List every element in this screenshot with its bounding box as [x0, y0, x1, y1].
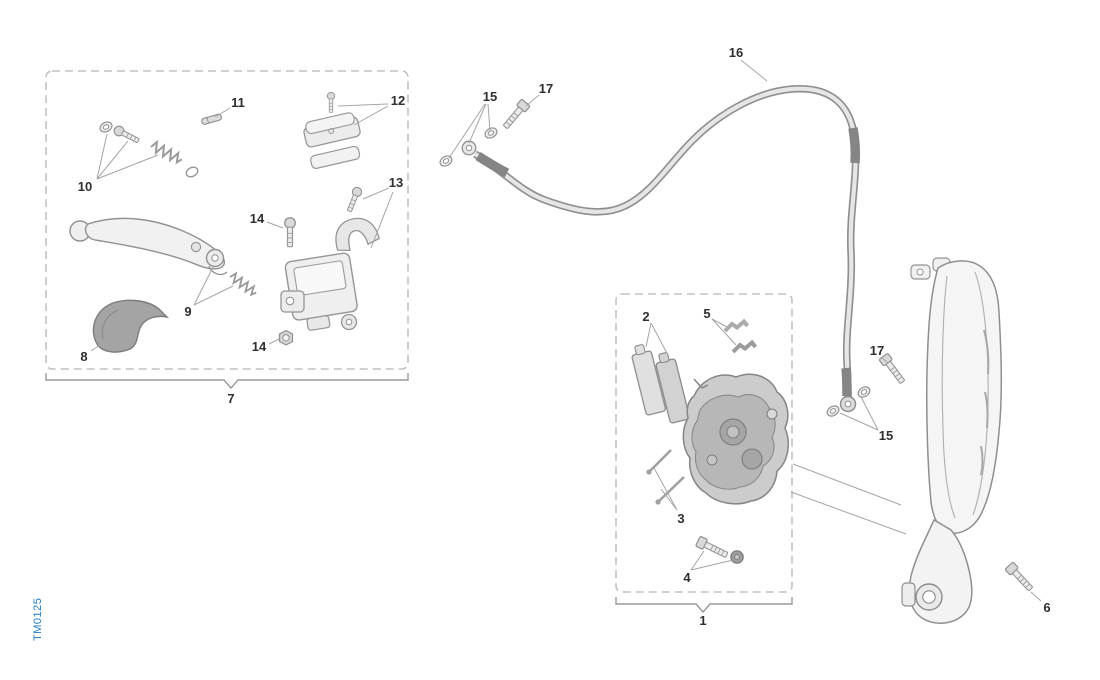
reservoir-cover: [303, 91, 361, 169]
fork-guard: [901, 257, 1003, 624]
pivot-hardware-set: [97, 119, 199, 178]
callout-7: 7: [227, 391, 234, 406]
brake-pads: [631, 344, 690, 424]
callout-14-bottom: 14: [252, 339, 267, 354]
master-cylinder: [280, 217, 380, 331]
callout-10: 10: [78, 179, 92, 194]
group-1-bracket: [615, 597, 793, 614]
lever-spring: [227, 270, 260, 298]
callout-6: 6: [1043, 600, 1050, 615]
lever-pin: [201, 113, 223, 125]
callout-16: 16: [729, 45, 743, 60]
brake-lever: [69, 217, 228, 276]
callout-14-top: 14: [250, 211, 265, 226]
caliper-group-box: [615, 293, 793, 593]
lever-guard: [92, 299, 170, 353]
caliper-bolts: [694, 535, 744, 564]
lever-nut: [278, 329, 294, 346]
callout-3: 3: [677, 511, 684, 526]
callout-17-front: 17: [539, 81, 553, 96]
callout-11: 11: [231, 95, 245, 110]
clamp-screw: [344, 185, 364, 214]
callout-17-caliper: 17: [870, 343, 884, 358]
leader-lines: [90, 59, 1042, 602]
brake-caliper: [682, 373, 789, 505]
callout-12: 12: [391, 93, 405, 108]
guard-bolt: [1004, 561, 1036, 594]
group-7-bracket: [45, 373, 409, 390]
banjo-bolt-front: [500, 98, 531, 132]
callout-5: 5: [703, 306, 710, 321]
callout-9: 9: [184, 304, 191, 319]
pad-retainer-clips: [723, 318, 758, 354]
callout-2: 2: [642, 309, 649, 324]
callout-15-caliper: 15: [879, 428, 893, 443]
pad-pins: [646, 449, 685, 505]
callout-8: 8: [80, 349, 87, 364]
drawing-code: TM0125: [32, 598, 44, 641]
callout-15-front: 15: [483, 89, 497, 104]
lever-screw: [284, 217, 296, 248]
callout-1: 1: [699, 613, 706, 628]
callout-4: 4: [683, 570, 691, 585]
brake-hose: [473, 84, 861, 413]
callout-13: 13: [389, 175, 403, 190]
master-cylinder-group-box: [45, 70, 409, 370]
banjo-washers-front: [437, 125, 500, 169]
